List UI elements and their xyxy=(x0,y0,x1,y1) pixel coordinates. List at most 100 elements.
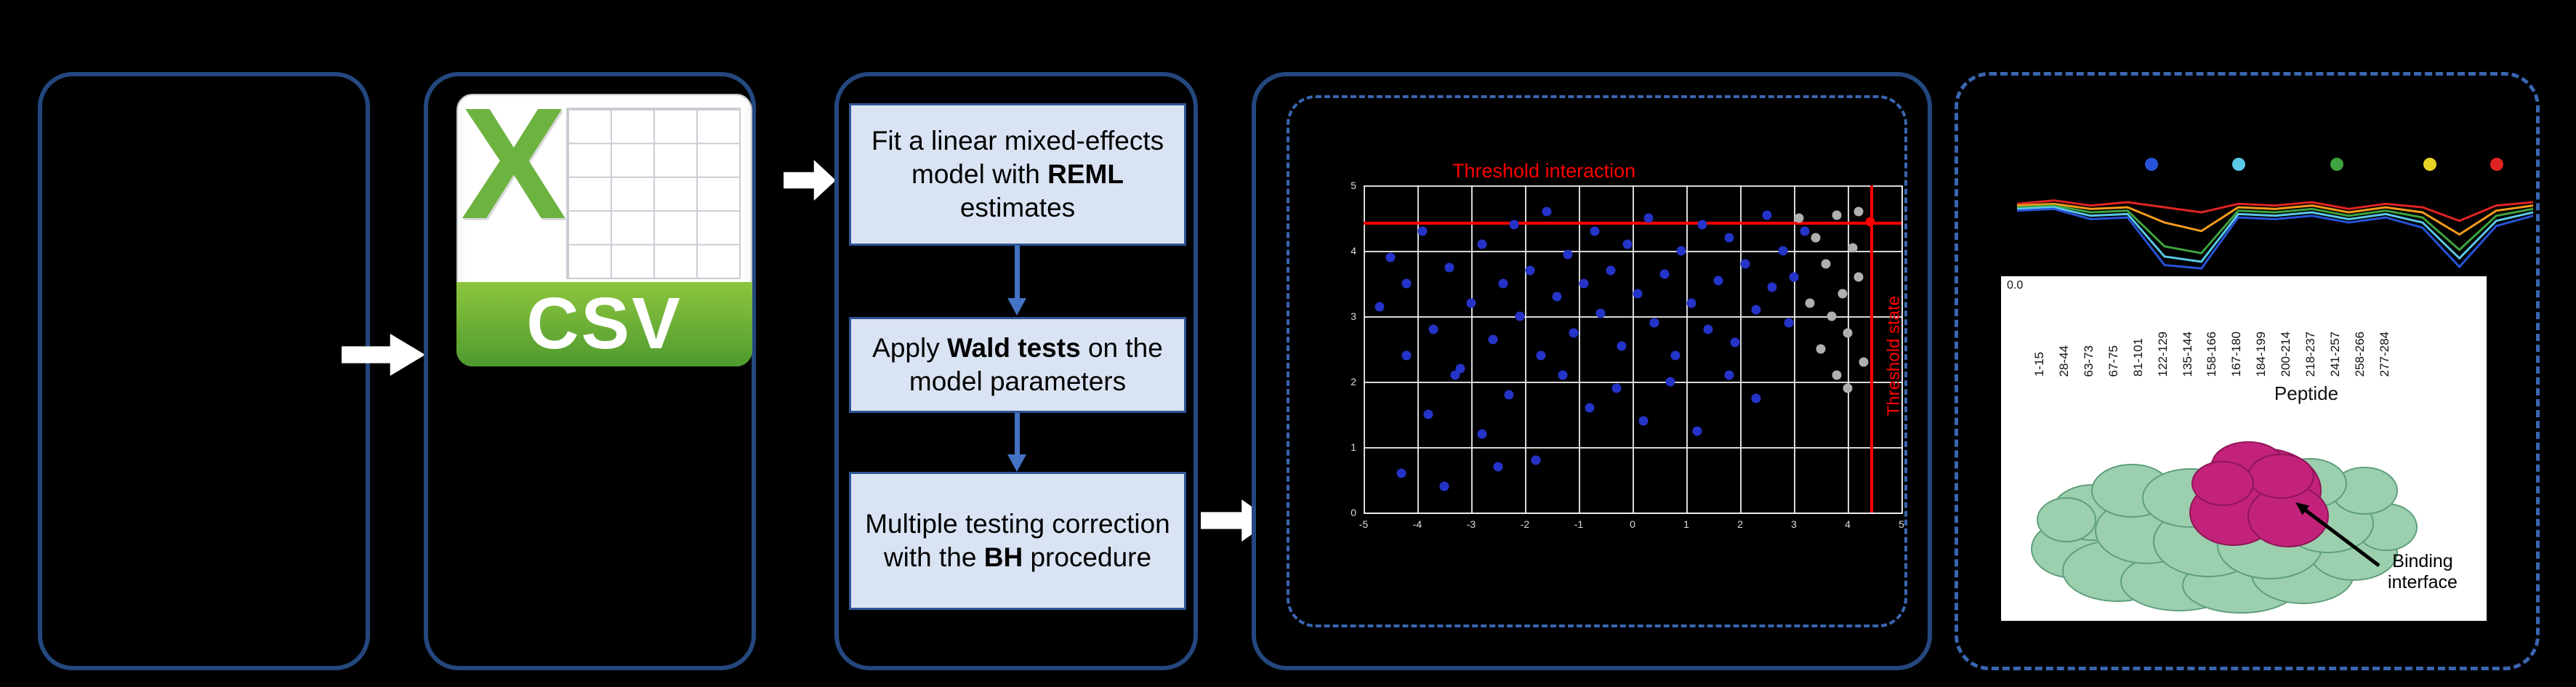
scatter-point-not-significant xyxy=(1740,259,1750,269)
scatter-x-tick: 4 xyxy=(1845,518,1851,530)
scatter-point-not-significant xyxy=(1606,265,1616,276)
scatter-x-tick: -5 xyxy=(1359,518,1369,530)
down-arrow-icon xyxy=(1007,413,1026,472)
uptake-series-cyan xyxy=(2017,206,2533,263)
scatter-point-not-significant xyxy=(1595,308,1606,318)
scatter-y-tick: 3 xyxy=(1351,310,1356,322)
scatter-point-intermediate xyxy=(1811,233,1821,243)
scatter-x-tick: -2 xyxy=(1520,518,1530,530)
excel-x-glyph: X xyxy=(461,76,567,252)
scatter-point-not-significant xyxy=(1542,206,1552,217)
peptide-tick-label: 1-15 xyxy=(2032,351,2046,377)
scatter-point-not-significant xyxy=(1590,226,1600,236)
binding-interface-arrow-icon xyxy=(2295,502,2380,567)
scatter-point-not-significant xyxy=(1686,298,1696,308)
csv-banner: CSV xyxy=(456,281,752,366)
scatter-point-intermediate xyxy=(1848,243,1858,252)
scatter-point-not-significant xyxy=(1417,226,1428,236)
uptake-y-axis-tick: 0.0 xyxy=(2007,279,2024,292)
peptide-tick-label: 28-44 xyxy=(2056,345,2071,377)
scatter-point-intermediate xyxy=(1816,344,1826,354)
scatter-point-not-significant xyxy=(1778,246,1788,256)
flow-arrow-icon xyxy=(784,160,836,201)
peptide-tick-label: 67-75 xyxy=(2106,345,2120,377)
scatter-point-not-significant xyxy=(1649,318,1659,328)
peptide-tick-label: 167-180 xyxy=(2229,331,2244,377)
scatter-point-intermediate xyxy=(1853,206,1864,217)
scatter-point-not-significant xyxy=(1789,272,1799,282)
scatter-point-not-significant xyxy=(1724,370,1734,380)
csv-label: CSV xyxy=(526,283,683,365)
uptake-series-green xyxy=(2017,204,2533,254)
scatter-point-not-significant xyxy=(1659,269,1670,278)
step-bh-correction: Multiple testing correction with the BH … xyxy=(849,472,1186,610)
legend-dot-icon xyxy=(2423,158,2436,171)
scatter-point-not-significant xyxy=(1552,292,1562,302)
scatter-point-intermediate xyxy=(1843,383,1853,393)
scatter-point-not-significant xyxy=(1762,210,1772,220)
scatter-point-not-significant xyxy=(1611,383,1622,393)
scatter-x-tick: 0 xyxy=(1630,518,1635,530)
legend-dot-icon xyxy=(2490,158,2504,171)
scatter-point-intermediate xyxy=(1843,328,1853,337)
scatter-x-tick: 3 xyxy=(1791,518,1797,530)
scatter-point-not-significant xyxy=(1444,262,1454,272)
spreadsheet-grid-icon xyxy=(565,107,741,280)
scatter-point-not-significant xyxy=(1730,337,1740,347)
scatter-point-intermediate xyxy=(1827,311,1837,321)
scatter-point-intermediate xyxy=(1832,210,1842,220)
scatter-point-not-significant xyxy=(1509,220,1519,230)
scatter-point-intermediate xyxy=(1838,289,1848,298)
scatter-point-not-significant xyxy=(1713,276,1723,285)
scatter-point-not-significant xyxy=(1401,278,1412,289)
peptide-tick-label: 241-257 xyxy=(2328,331,2343,377)
scatter-point-not-significant xyxy=(1670,350,1681,361)
scatter-x-tick: 1 xyxy=(1683,518,1689,530)
scatter-point-not-significant xyxy=(1374,302,1385,311)
down-arrow-icon xyxy=(1007,246,1026,316)
binding-interface-label: Binding interface xyxy=(2388,551,2458,592)
scatter-point-intermediate xyxy=(1794,213,1804,223)
pipeline-box-1 xyxy=(38,72,370,670)
scatter-point-not-significant xyxy=(1633,289,1643,298)
csv-file-icon: X CSV xyxy=(456,76,752,366)
scatter-x-tick: -4 xyxy=(1412,518,1422,530)
peptide-tick-label: 158-166 xyxy=(2205,331,2219,377)
scatter-y-tick: 4 xyxy=(1351,245,1356,257)
legend-dot-icon xyxy=(2232,158,2246,171)
protein-structure-image xyxy=(2031,441,2418,614)
uptake-line-chart xyxy=(2017,199,2533,270)
scatter-x-tick: -1 xyxy=(1574,518,1584,530)
scatter-point-not-significant xyxy=(1617,341,1627,350)
scatter-point-intermediate xyxy=(1821,259,1831,269)
scatter-point-not-significant xyxy=(1504,390,1514,400)
scatter-point-not-significant xyxy=(1401,350,1412,361)
scatter-x-tick: -3 xyxy=(1466,518,1476,530)
scatter-y-tick: 2 xyxy=(1351,376,1356,387)
scatter-point-not-significant xyxy=(1784,318,1794,328)
scatter-point-not-significant xyxy=(1498,278,1508,289)
scatter-point-not-significant xyxy=(1531,455,1541,465)
peptide-tick-label: 184-199 xyxy=(2254,331,2269,377)
scatter-point-not-significant xyxy=(1638,416,1649,426)
scatter-point-not-significant xyxy=(1439,481,1449,491)
scatter-point-not-significant xyxy=(1515,311,1525,321)
scatter-point-not-significant xyxy=(1536,350,1546,361)
peptide-tick-label: 218-237 xyxy=(2303,331,2318,377)
scatter-x-tick: 2 xyxy=(1737,518,1743,530)
scatter-point-not-significant xyxy=(1563,249,1573,259)
scatter-point-not-significant xyxy=(1697,220,1707,230)
peptide-tick-label: 200-214 xyxy=(2279,331,2293,377)
peptide-tick-label: 258-266 xyxy=(2352,331,2367,377)
scatter-point-not-significant xyxy=(1767,282,1777,292)
threshold-line-vertical xyxy=(1870,185,1874,513)
peptide-tick-label: 81-101 xyxy=(2130,338,2145,377)
scatter-point-not-significant xyxy=(1724,233,1734,243)
scatter-y-tick: 5 xyxy=(1351,180,1356,191)
legend-dot-icon xyxy=(2144,158,2158,171)
threshold-line-horizontal xyxy=(1364,221,1901,225)
scatter-point-not-significant xyxy=(1622,239,1633,249)
